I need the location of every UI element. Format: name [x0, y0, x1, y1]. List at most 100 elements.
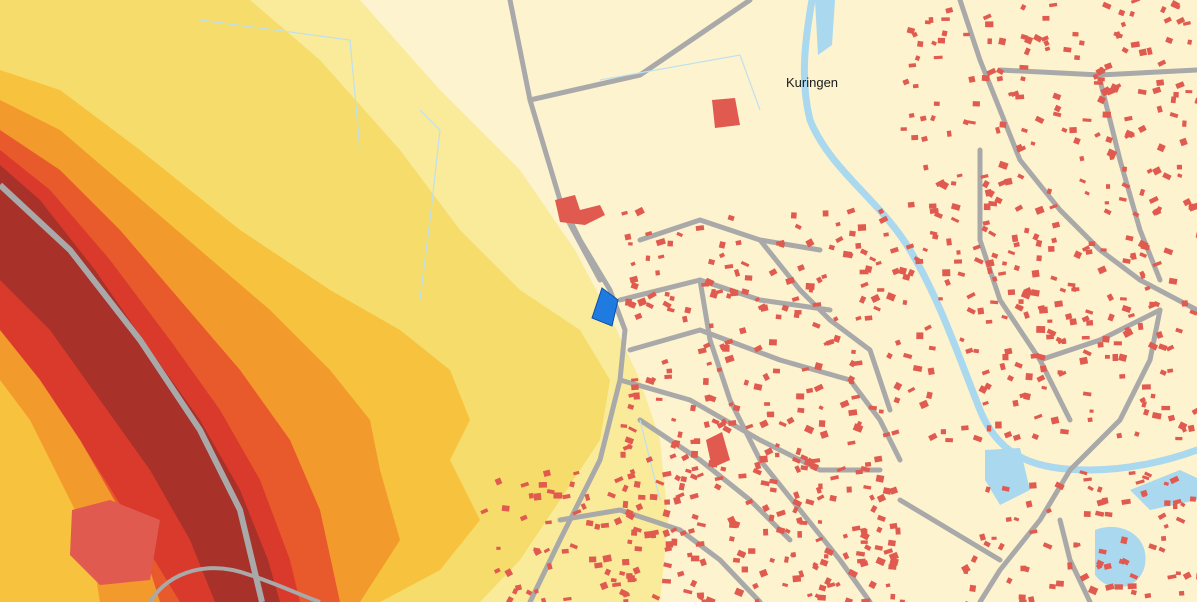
building [1004, 347, 1013, 355]
building [1113, 31, 1124, 39]
building [709, 291, 718, 299]
building [1167, 574, 1177, 580]
building [1030, 353, 1040, 359]
building [745, 423, 754, 430]
building [1118, 353, 1128, 362]
building [602, 554, 612, 563]
building [753, 344, 763, 353]
building [1083, 477, 1092, 482]
building [859, 531, 870, 541]
building [677, 431, 683, 439]
building [1071, 286, 1078, 293]
building [1175, 81, 1185, 89]
building [776, 509, 786, 518]
building [966, 291, 976, 300]
building [1151, 412, 1162, 420]
building [973, 348, 980, 354]
building [728, 521, 738, 529]
building [818, 405, 824, 411]
building [1018, 594, 1026, 600]
building [1063, 46, 1072, 53]
building [1087, 585, 1099, 596]
building [655, 237, 666, 247]
building [847, 375, 856, 384]
building [1059, 287, 1067, 293]
building [912, 83, 919, 89]
building [694, 438, 701, 444]
building [1105, 136, 1113, 144]
building [1181, 300, 1189, 307]
building [728, 536, 735, 542]
building [1144, 593, 1152, 599]
building [553, 492, 563, 499]
building [1172, 503, 1178, 510]
building [622, 500, 629, 509]
building [1100, 248, 1107, 252]
building [1013, 264, 1020, 272]
building [1044, 46, 1051, 52]
building [815, 536, 824, 543]
building [1152, 86, 1162, 95]
building [908, 113, 915, 119]
building [933, 211, 943, 219]
building [1049, 2, 1058, 8]
building [1180, 502, 1186, 508]
building [1163, 16, 1172, 24]
river [800, 0, 1197, 474]
building [732, 557, 741, 563]
building [676, 231, 684, 238]
building [1079, 572, 1090, 582]
building [1082, 349, 1092, 357]
building [919, 115, 927, 122]
building [1141, 400, 1147, 408]
building [1157, 59, 1167, 67]
building [902, 299, 908, 306]
building [540, 597, 547, 602]
building [572, 509, 582, 516]
building [528, 492, 534, 499]
building [726, 293, 732, 299]
building [1096, 559, 1105, 567]
building [769, 557, 775, 563]
building [1157, 512, 1167, 520]
building [883, 232, 889, 237]
highlighted-parcel[interactable] [591, 287, 619, 327]
building [690, 450, 699, 458]
building [1023, 227, 1030, 234]
building [1005, 516, 1012, 522]
building [893, 381, 903, 391]
building [819, 558, 829, 567]
building [759, 419, 769, 429]
building [1137, 88, 1147, 95]
building [504, 568, 514, 578]
building [542, 469, 552, 477]
building [754, 461, 762, 470]
building [600, 522, 610, 529]
building [985, 259, 995, 268]
building [703, 421, 710, 429]
building [1127, 132, 1135, 138]
building [1003, 431, 1013, 439]
building [945, 7, 954, 14]
building [594, 562, 603, 569]
building [1172, 498, 1182, 505]
building [792, 575, 802, 583]
building [1122, 328, 1134, 338]
building [1175, 327, 1183, 334]
building [1159, 369, 1167, 376]
building [1130, 41, 1141, 48]
building [775, 452, 780, 458]
building [807, 592, 813, 598]
building [626, 443, 633, 450]
building [985, 21, 994, 28]
building [1143, 408, 1150, 416]
building [752, 468, 762, 476]
building [933, 55, 943, 60]
building [1007, 250, 1016, 256]
building [501, 505, 510, 512]
building [963, 32, 970, 37]
building [1104, 511, 1113, 518]
building [741, 566, 748, 573]
building [927, 367, 935, 376]
